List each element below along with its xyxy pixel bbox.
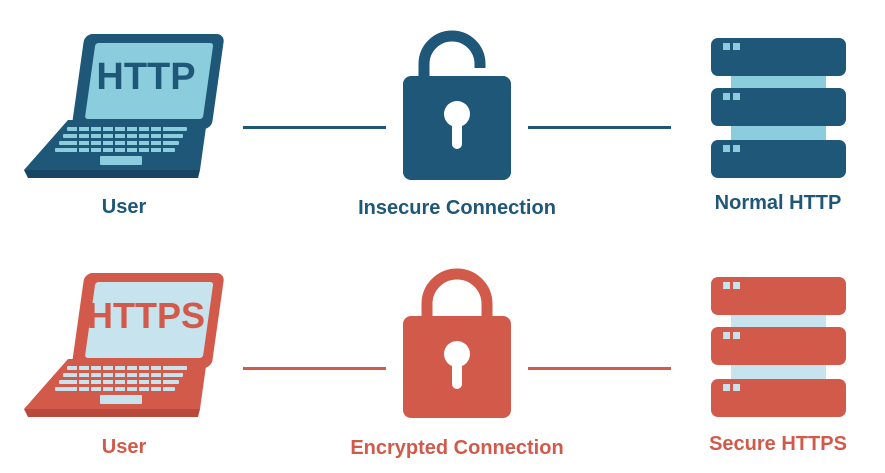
connection-label: Insecure Connection (358, 197, 556, 219)
server-label: Secure HTTPS (709, 433, 847, 455)
laptop-icon: HTTPS (24, 273, 224, 417)
laptop-screen-text: HTTP (96, 56, 195, 98)
laptop-icon: HTTP (24, 34, 224, 178)
connection-line (243, 126, 386, 129)
server-label: Normal HTTP (714, 192, 842, 214)
closed-padlock-icon (403, 268, 511, 418)
user-label: User (101, 436, 147, 458)
http-row: HTTP User Insecure Connecti (0, 0, 885, 236)
open-padlock-icon (403, 30, 511, 180)
laptop-screen-text: HTTPS (87, 295, 205, 336)
user-label: User (101, 196, 147, 218)
server-icon (711, 38, 846, 178)
server-icon (711, 277, 846, 417)
connection-label: Encrypted Connection (350, 437, 564, 459)
connection-line (528, 367, 671, 370)
https-row: HTTPS User Encrypted Connection (0, 237, 885, 473)
connection-line (243, 367, 386, 370)
connection-line (528, 126, 671, 129)
